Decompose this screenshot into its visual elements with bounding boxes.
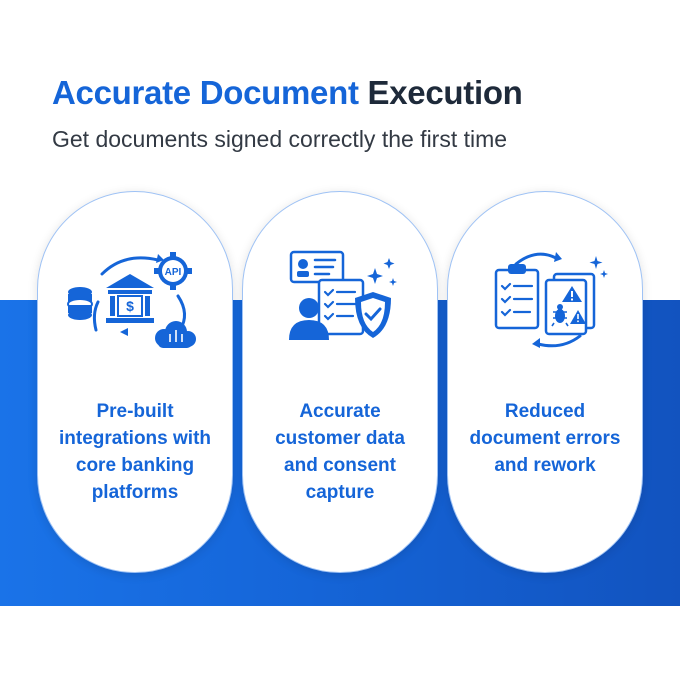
- label-line: Accurate: [299, 401, 381, 422]
- label-line: document errors: [469, 428, 621, 449]
- page-title: Accurate Document Execution: [52, 74, 523, 112]
- document-errors-rework-icon: [494, 252, 608, 348]
- title-rest: Execution: [367, 74, 523, 111]
- label-line: platforms: [91, 482, 179, 503]
- dollar-text: $: [126, 298, 134, 314]
- label-line: and rework: [494, 455, 596, 476]
- title-accent: Accurate Document: [52, 74, 359, 111]
- card-label-customer-data: Accurate customer data and consent captu…: [249, 398, 431, 506]
- feature-card-reduced-errors: Reduced document errors and rework: [447, 191, 643, 573]
- label-line: capture: [305, 482, 375, 503]
- label-line: Reduced: [504, 401, 586, 422]
- banking-integration-icon: API $: [67, 252, 196, 348]
- feature-card-integrations: API $ Pre-bu: [37, 191, 233, 573]
- customer-data-shield-icon: [289, 250, 397, 340]
- label-line: customer data: [275, 428, 405, 449]
- label-line: Pre-built: [96, 401, 174, 422]
- card-label-integrations: Pre-built integrations with core banking…: [44, 398, 226, 506]
- label-line: integrations with: [59, 428, 211, 449]
- label-line: core banking: [75, 455, 195, 476]
- feature-card-customer-data: Accurate customer data and consent captu…: [242, 191, 438, 573]
- api-text: API: [165, 267, 182, 278]
- page-subtitle: Get documents signed correctly the first…: [52, 126, 508, 152]
- card-label-reduced-errors: Reduced document errors and rework: [454, 398, 636, 479]
- label-line: and consent: [284, 455, 396, 476]
